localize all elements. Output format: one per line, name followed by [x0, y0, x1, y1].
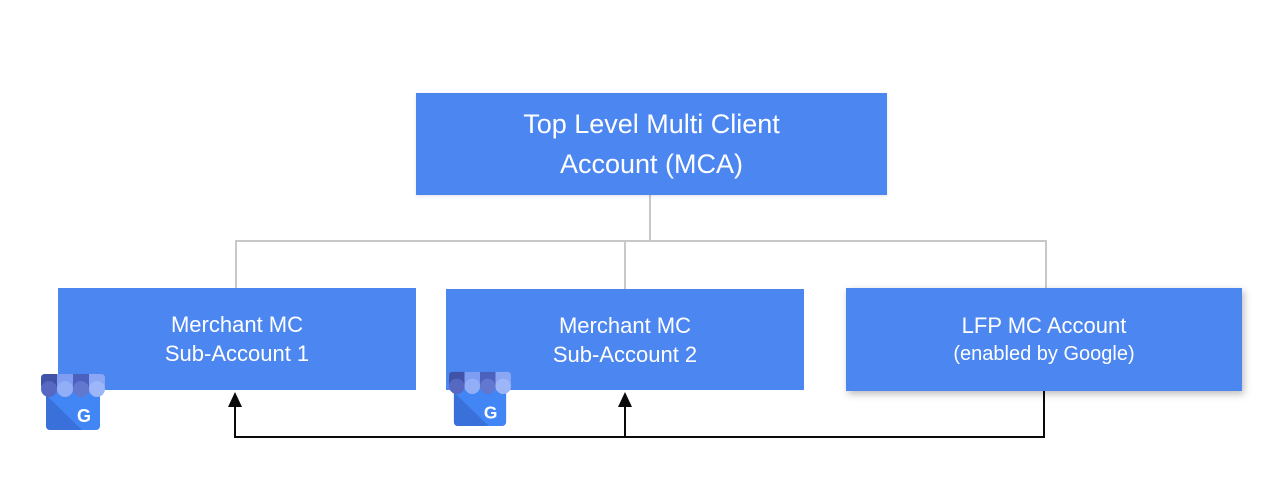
node-top-level-mca-line2: Account (MCA) — [559, 149, 744, 179]
icon-letter-g: G — [77, 406, 91, 426]
google-my-business-icon: G — [449, 371, 511, 426]
node-top-level-mca-line1: Top Level Multi Client — [523, 109, 780, 139]
google-my-business-icon: G — [41, 374, 105, 430]
connector-drop-sub2 — [624, 240, 626, 290]
node-merchant-sub-account-2-line2: Sub-Account 2 — [552, 341, 698, 367]
feed-line-up-sub1 — [234, 405, 236, 438]
arrowhead-to-sub1 — [228, 392, 242, 407]
node-merchant-sub-account-1-line2: Sub-Account 1 — [164, 341, 310, 366]
node-merchant-sub-account-2-line1: Merchant MC — [558, 312, 692, 338]
node-merchant-sub-account-1: Merchant MC Sub-Account 1 — [58, 288, 416, 390]
connector-mca-riser — [649, 195, 651, 241]
node-lfp-mc-account: LFP MC Account (enabled by Google) — [846, 288, 1242, 391]
icon-letter-g: G — [484, 402, 498, 422]
connector-tree-horizontal — [235, 240, 1047, 242]
feed-line-horizontal — [234, 436, 1045, 438]
node-top-level-mca: Top Level Multi Client Account (MCA) — [416, 93, 887, 195]
arrowhead-to-sub2 — [618, 392, 632, 407]
feed-line-up-sub2 — [624, 405, 626, 438]
connector-drop-lfp — [1045, 240, 1047, 288]
feed-line-lfp-drop — [1043, 391, 1045, 437]
connector-drop-sub1 — [235, 240, 237, 288]
node-merchant-sub-account-1-line1: Merchant MC — [170, 312, 304, 337]
node-lfp-mc-account-line2: (enabled by Google) — [953, 342, 1135, 365]
node-lfp-mc-account-line1: LFP MC Account — [961, 312, 1127, 338]
